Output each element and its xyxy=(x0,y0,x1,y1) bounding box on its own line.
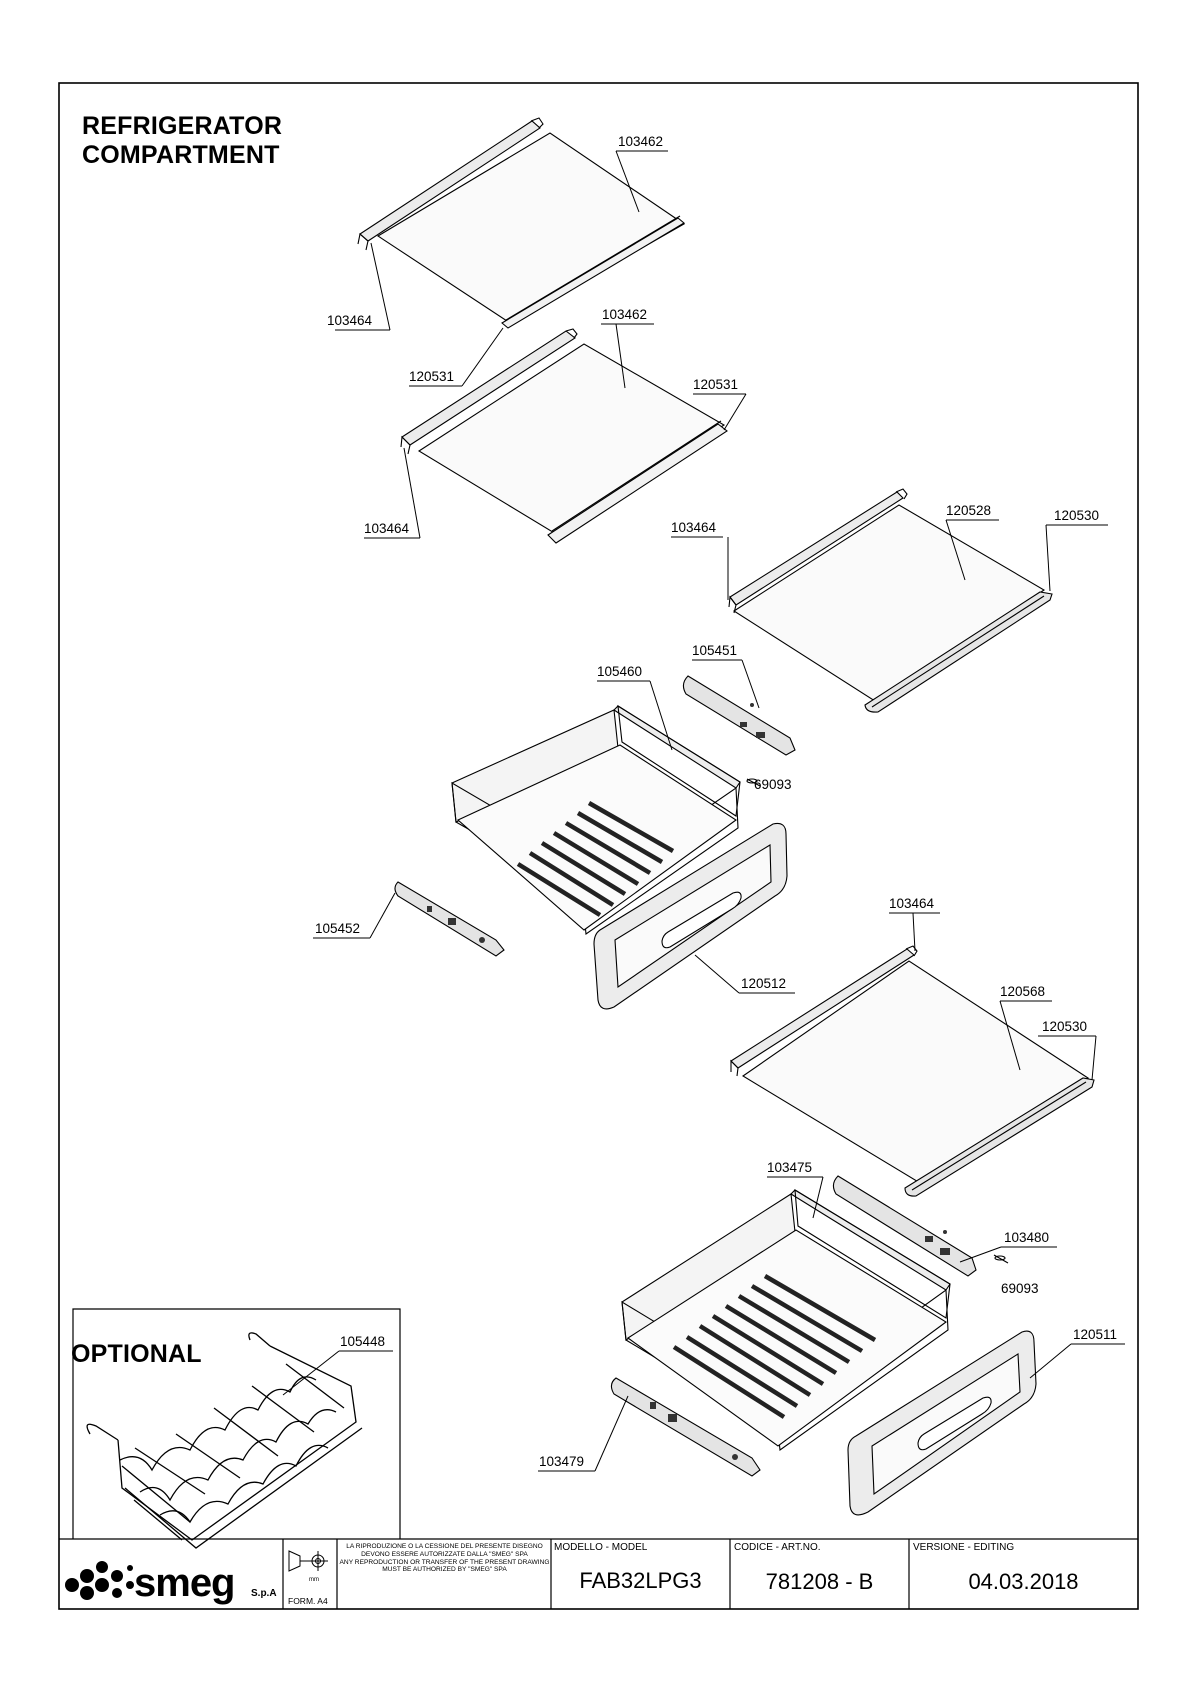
crisper-drawer-1 xyxy=(394,675,796,1010)
reproduction-notice: LA RIPRODUZIONE O LA CESSIONE DEL PRESEN… xyxy=(339,1543,550,1574)
model-value: FAB32LPG3 xyxy=(579,1568,702,1593)
part-label-120512: 120512 xyxy=(741,976,786,991)
glass-shelf-3 xyxy=(728,488,1053,713)
page-title-line-1: REFRIGERATOR xyxy=(82,112,283,140)
logo-dots xyxy=(65,1561,134,1600)
part-label-120531-b: 120531 xyxy=(693,377,738,392)
screw-69093-b xyxy=(993,1254,1009,1264)
page-title: REFRIGERATOR COMPARTMENT xyxy=(82,112,282,170)
part-label-120568: 120568 xyxy=(1000,984,1045,999)
wine-rack xyxy=(86,1332,363,1549)
optional-title: OPTIONAL xyxy=(71,1340,202,1368)
part-label-103480: 103480 xyxy=(1004,1230,1049,1245)
unit-label: mm xyxy=(309,1577,319,1583)
screw-69093-a xyxy=(746,778,761,787)
logo-wordmark: smeg xyxy=(134,1561,235,1605)
optional-box xyxy=(72,1308,401,1539)
part-label-105448: 105448 xyxy=(340,1334,385,1349)
part-label-105451: 105451 xyxy=(692,643,737,658)
part-label-103475: 103475 xyxy=(767,1160,812,1175)
part-label-103462-b: 103462 xyxy=(602,307,647,322)
model-label: MODELLO - MODEL xyxy=(554,1542,648,1553)
notice-italian: LA RIPRODUZIONE O LA CESSIONE DEL PRESEN… xyxy=(346,1543,543,1558)
version-value: 04.03.2018 xyxy=(968,1569,1079,1594)
projection-symbol-icon xyxy=(288,1550,328,1572)
part-label-120528: 120528 xyxy=(946,503,991,518)
part-label-69093-b: 69093 xyxy=(1001,1281,1039,1296)
smeg-logo: smeg S.p.A xyxy=(65,1561,277,1605)
part-label-103464-b: 103464 xyxy=(364,521,410,536)
format-label: FORM. A4 xyxy=(288,1596,328,1606)
logo-suffix: S.p.A xyxy=(251,1588,277,1599)
part-label-103464-c: 103464 xyxy=(671,520,717,535)
glass-shelf-1 xyxy=(357,117,686,329)
part-label-103479: 103479 xyxy=(539,1454,584,1469)
code-label: CODICE - ART.NO. xyxy=(734,1542,821,1553)
crisper-drawer-2 xyxy=(610,1175,1037,1516)
part-label-103464-a: 103464 xyxy=(327,313,373,328)
notice-english: ANY REPRODUCTION OR TRANSFER OF THE PRES… xyxy=(339,1558,550,1574)
code-value: 781208 - B xyxy=(765,1569,874,1594)
part-label-120531-a: 120531 xyxy=(409,369,454,384)
glass-shelf-4 xyxy=(730,945,1095,1197)
part-label-103462-a: 103462 xyxy=(618,134,663,149)
part-label-120530-b: 120530 xyxy=(1042,1019,1087,1034)
part-label-103464-d: 103464 xyxy=(889,896,935,911)
part-label-69093-a: 69093 xyxy=(754,777,792,792)
part-label-120530-a: 120530 xyxy=(1054,508,1099,523)
drawing-frame xyxy=(58,82,1139,1610)
page-title-line-2: COMPARTMENT xyxy=(82,141,280,169)
part-label-120511: 120511 xyxy=(1073,1327,1117,1342)
part-label-105460: 105460 xyxy=(597,664,642,679)
glass-shelf-2 xyxy=(400,328,728,544)
version-label: VERSIONE - EDITING xyxy=(913,1542,1015,1553)
part-label-105452: 105452 xyxy=(315,921,360,936)
part-labels: 103462 103464 120531 103462 120531 10346… xyxy=(315,134,1117,1469)
